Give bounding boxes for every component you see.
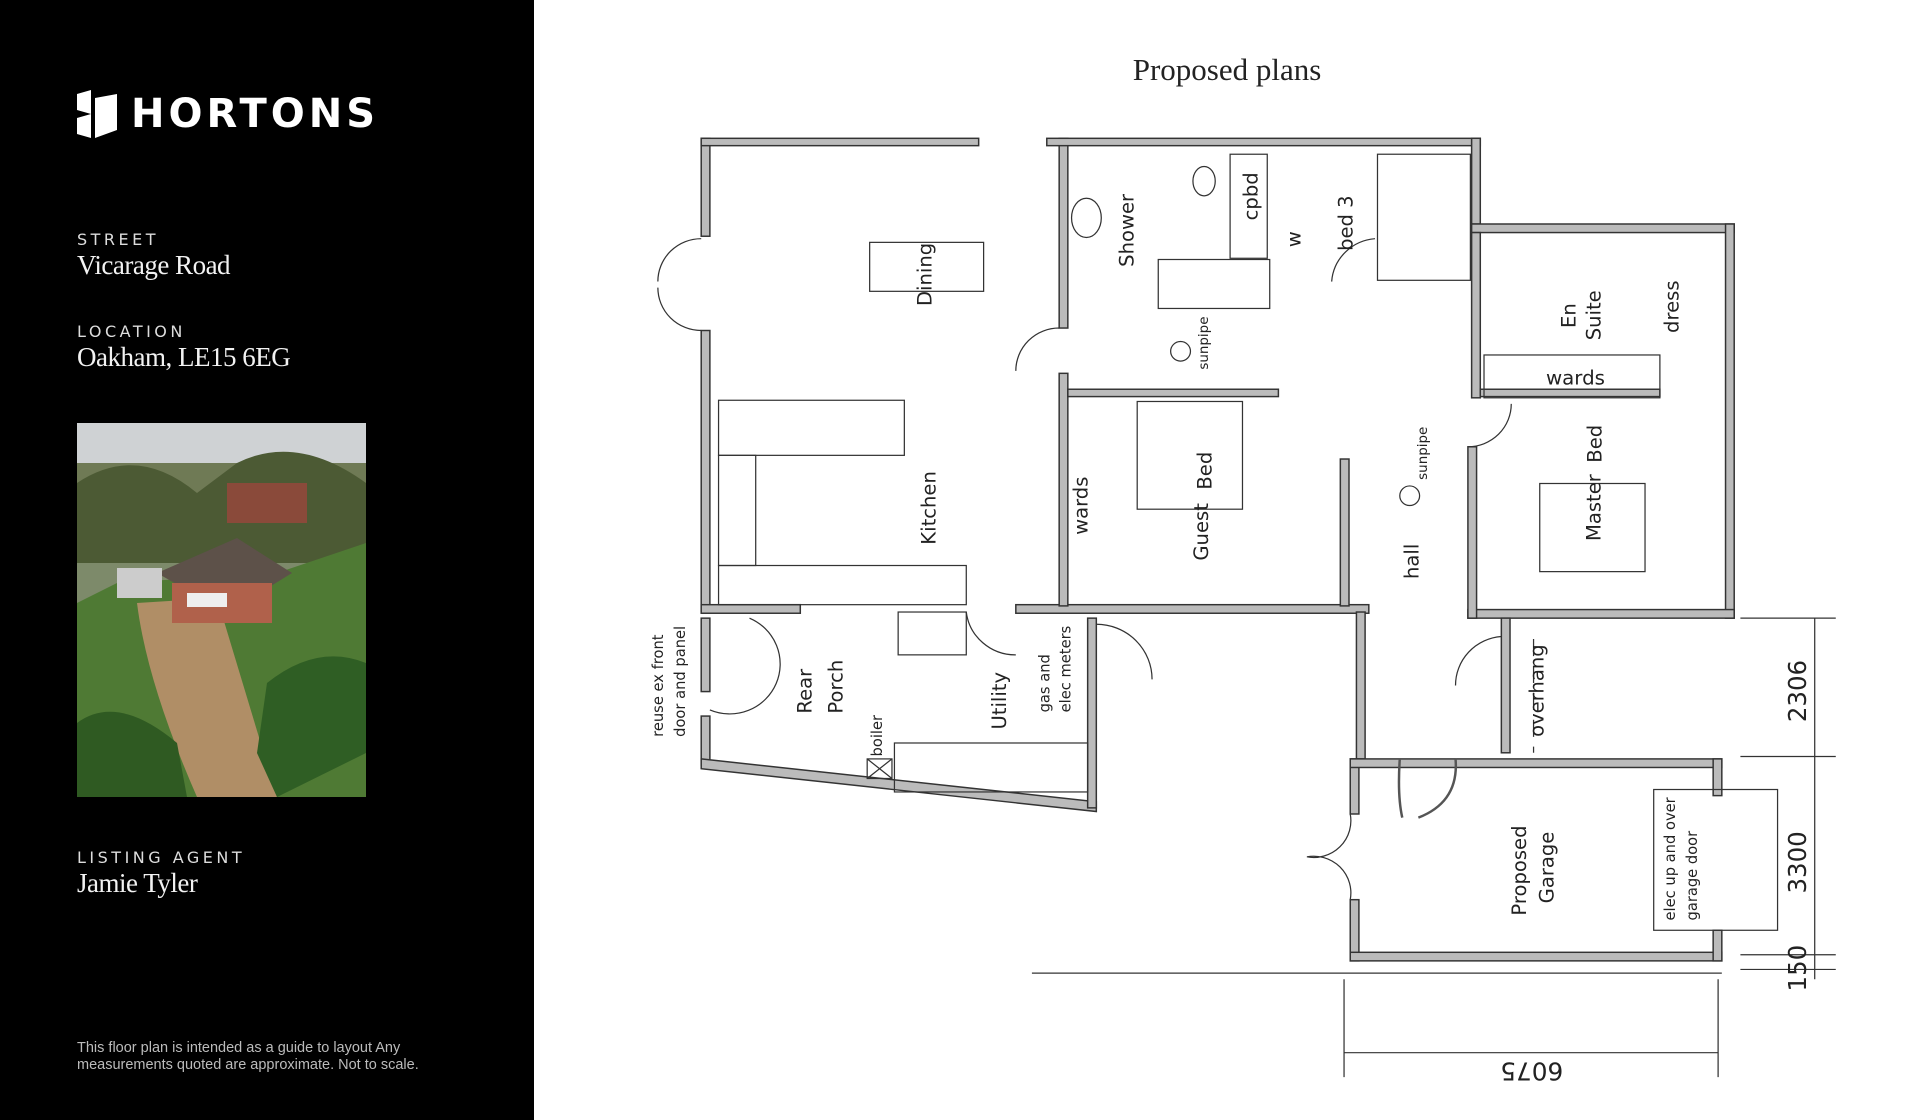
street-value: Vicarage Road xyxy=(77,250,231,280)
dimension-3300: 3300 xyxy=(1783,831,1812,893)
label-guest: Guest xyxy=(1190,503,1213,561)
label-w: w xyxy=(1283,231,1306,247)
label-door-1: elec up and over xyxy=(1662,796,1679,920)
label-garage: Garage xyxy=(1535,832,1558,904)
plan-title: Proposed plans xyxy=(1132,52,1322,87)
label-overhang: overhang xyxy=(1525,644,1548,737)
floor-plan: Dining Kitchen Shower cpbd w bed 3 En Su… xyxy=(650,137,1836,1085)
location-value: Oakham, LE15 6EG xyxy=(77,342,291,372)
label-guest-bed: Bed xyxy=(1193,452,1216,490)
location-label: LOCATION xyxy=(77,322,186,341)
label-reuse-2: door and panel xyxy=(672,626,689,737)
hortons-logo: HORTONS xyxy=(77,90,379,138)
dimension-2306: 2306 xyxy=(1783,660,1812,722)
label-en: En xyxy=(1558,303,1581,328)
label-dress: dress xyxy=(1660,280,1683,332)
label-kitchen: Kitchen xyxy=(917,471,940,545)
dimension-6075: 6075 xyxy=(1500,1057,1563,1086)
fixtures xyxy=(657,153,1836,1078)
disclaimer: This floor plan is intended as a guide t… xyxy=(77,1040,419,1073)
label-utility: Utility xyxy=(988,672,1011,730)
label-sunpipe-2: sunpipe xyxy=(1415,427,1431,480)
label-wards-ensuite: wards xyxy=(1546,366,1605,389)
label-boiler: boiler xyxy=(869,714,886,756)
label-proposed: Proposed xyxy=(1508,825,1531,915)
label-porch: Porch xyxy=(824,660,847,714)
label-meters: elec meters xyxy=(1057,626,1074,713)
label-rear: Rear xyxy=(793,668,816,714)
label-suite: Suite xyxy=(1582,290,1605,340)
label-dining: Dining xyxy=(913,243,936,306)
dimension-150: 150 xyxy=(1783,945,1812,992)
label-master-bed: Bed xyxy=(1584,425,1607,463)
label-hall: hall xyxy=(1400,544,1423,579)
label-reuse-1: reuse ex front xyxy=(650,634,667,737)
hortons-logo-icon xyxy=(77,90,117,138)
walls xyxy=(700,137,1735,962)
label-master: Master xyxy=(1582,473,1605,541)
brand-name: HORTONS xyxy=(131,91,380,137)
label-cpbd: cpbd xyxy=(1239,172,1262,220)
agent-label: LISTING AGENT xyxy=(77,848,246,867)
label-shower: Shower xyxy=(1115,193,1138,267)
room-labels: Dining Kitchen Shower cpbd w bed 3 En Su… xyxy=(650,172,1701,920)
label-bed3: bed 3 xyxy=(1335,195,1358,251)
label-wards-guest: wards xyxy=(1070,477,1093,535)
label-door-2: garage door xyxy=(1684,830,1701,921)
dimension-labels: 2306 3300 150 6075 xyxy=(1500,660,1812,1085)
property-photo xyxy=(77,423,366,797)
agent-value: Jamie Tyler xyxy=(77,868,198,898)
info-panel: HORTONS STREET Vicarage Road LOCATION Oa… xyxy=(0,0,534,1120)
street-label: STREET xyxy=(77,230,160,249)
label-gas: gas and xyxy=(1036,654,1053,712)
label-sunpipe-1: sunpipe xyxy=(1196,317,1212,370)
